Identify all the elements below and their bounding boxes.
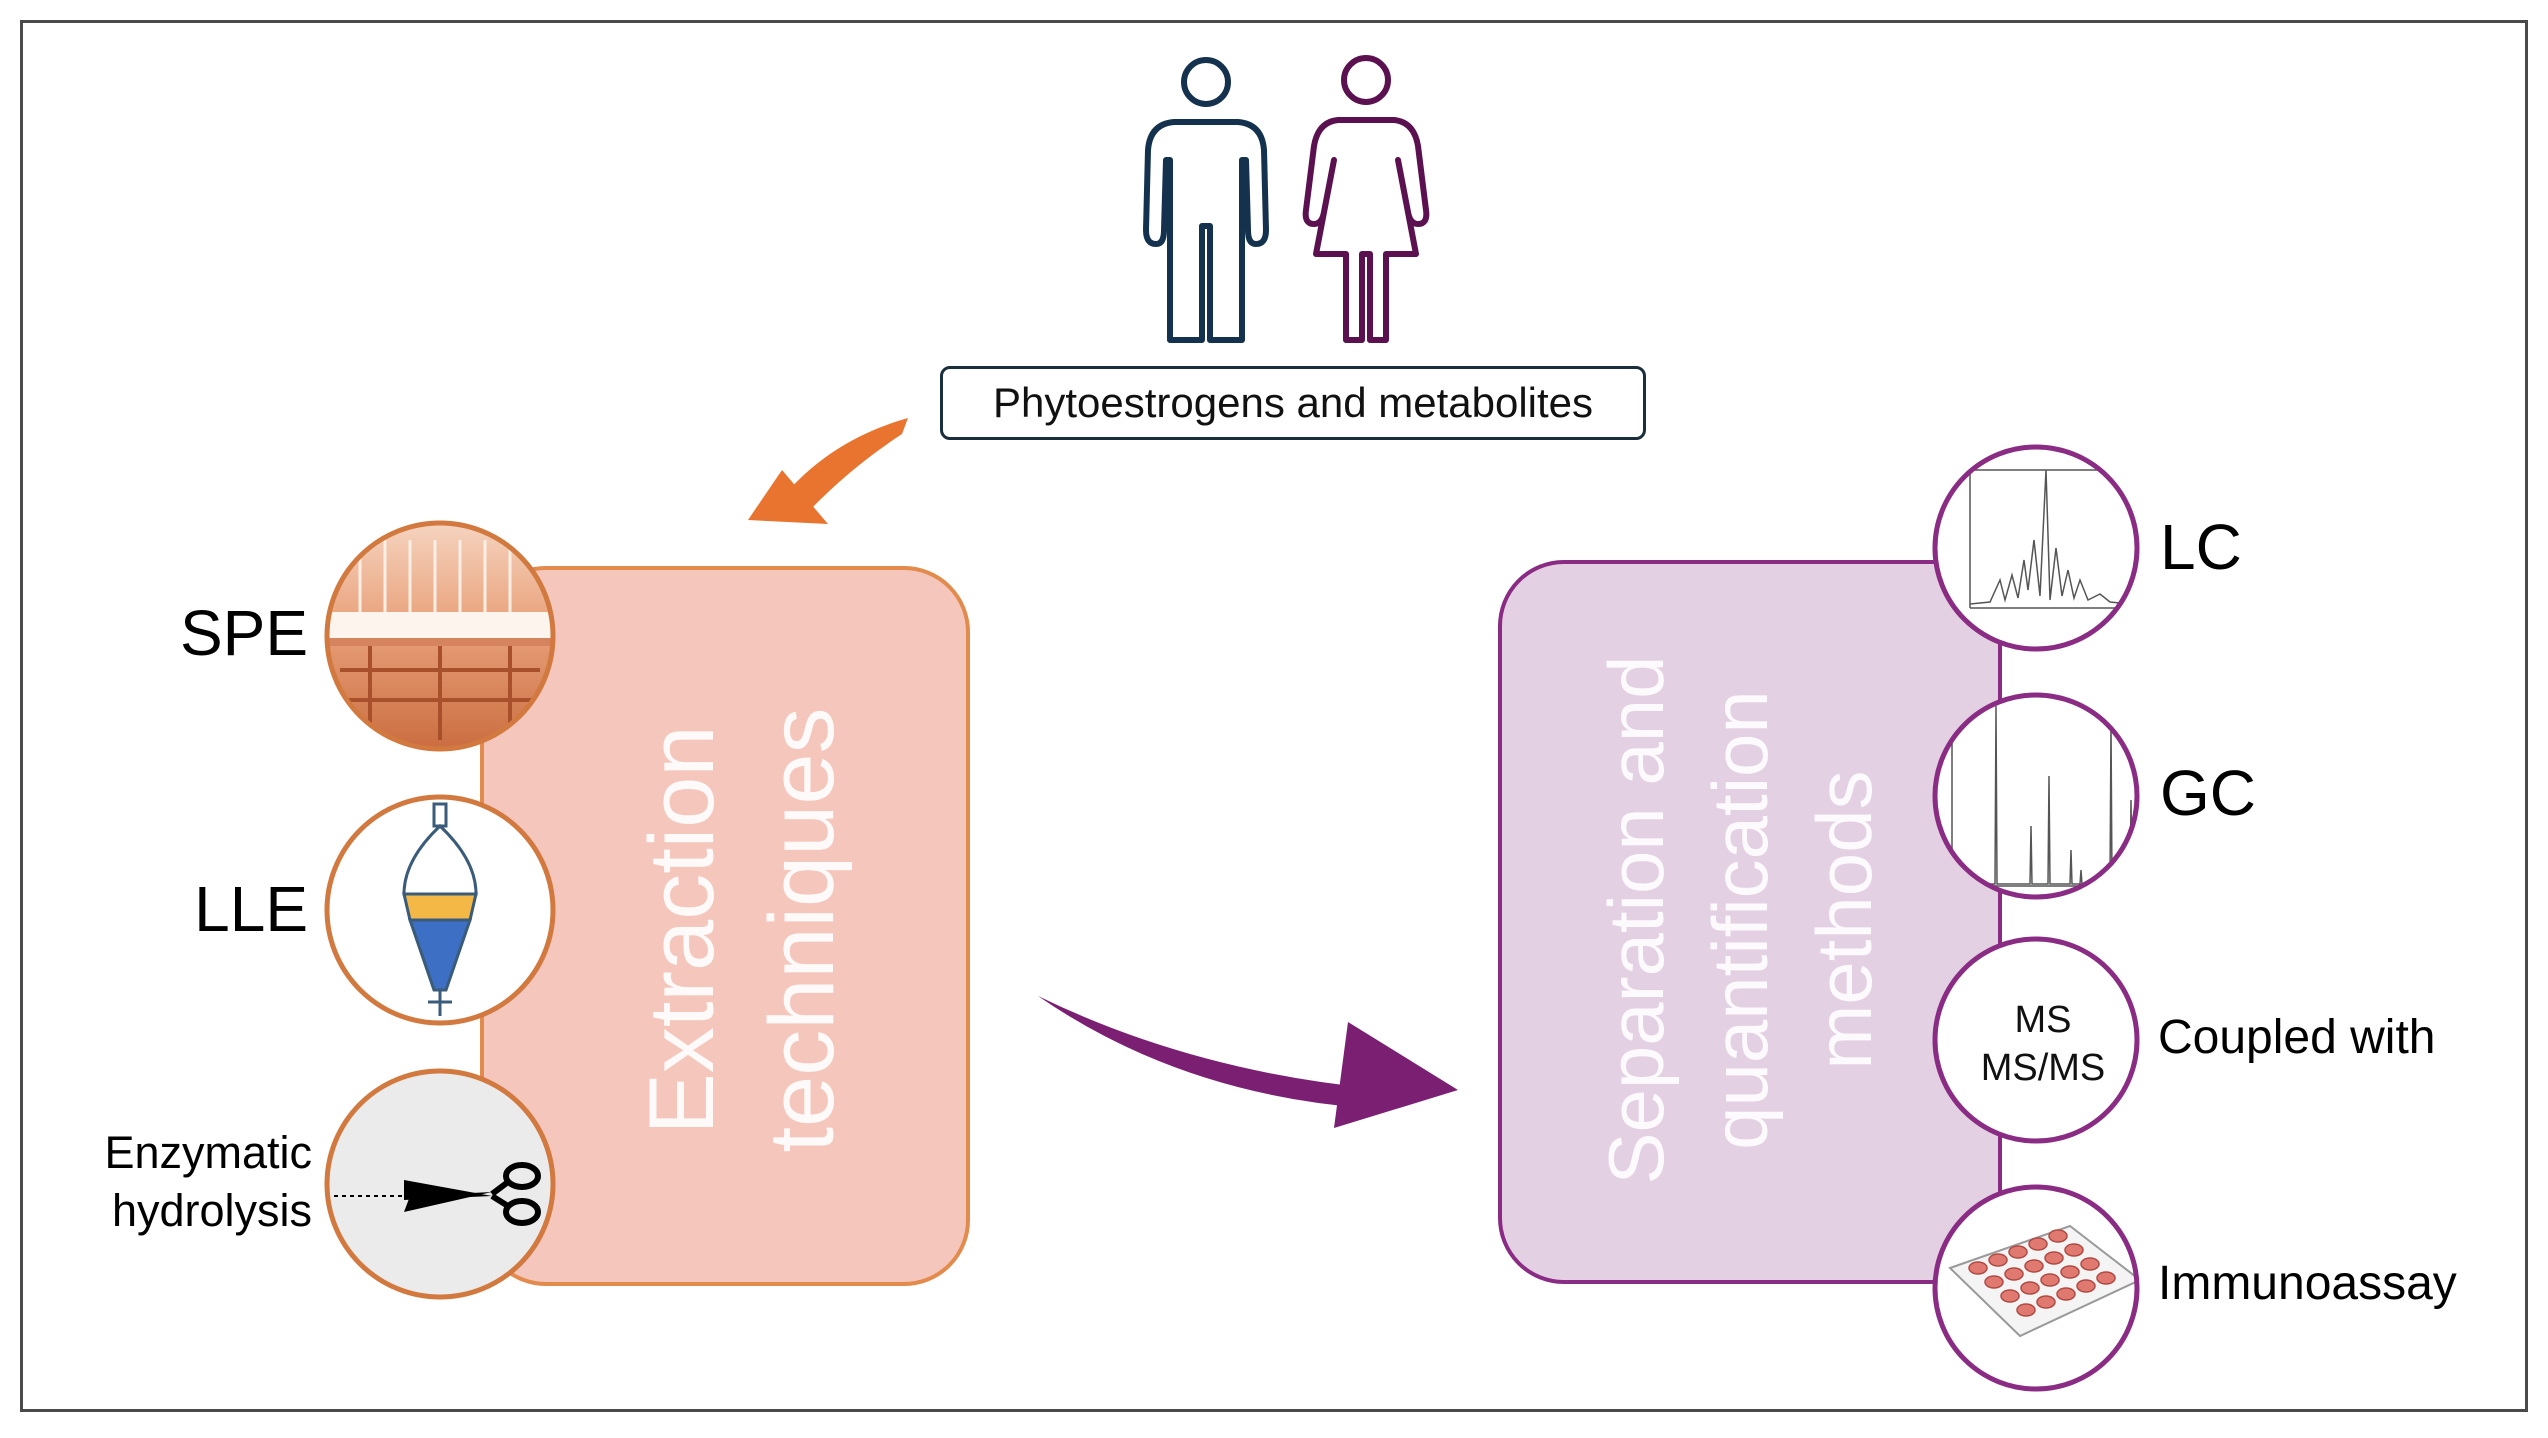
msms-line: MS/MS (1980, 1047, 2106, 1089)
spe-label: SPE (179, 597, 308, 669)
separation-box (1498, 560, 2002, 1284)
lle-label: LLE (194, 873, 308, 945)
ms-badge (1932, 936, 2140, 1144)
separation-title-line1: Separation and (1592, 655, 1680, 1185)
man-icon (1143, 57, 1269, 343)
scissors-icon (324, 1068, 556, 1300)
source-label-box: Phytoestrogens and metabolites (940, 366, 1646, 440)
diagram-frame (20, 20, 2528, 1412)
separation-title: Separation and quantification methods (1584, 655, 1896, 1184)
lc-label: LC (2160, 511, 2242, 583)
extraction-title: Extraction techniques (622, 708, 862, 1153)
ms-line: MS (2014, 999, 2072, 1041)
woman-icon (1302, 55, 1430, 343)
separation-title-line2: quantification (1696, 690, 1784, 1150)
purple-arrow (1038, 996, 1458, 1128)
enzymatic-label-line1: Enzymatic (104, 1127, 312, 1178)
spe-manifold-image (324, 520, 556, 752)
lc-chromatogram-image (1932, 444, 2140, 652)
enzymatic-hydrolysis-label: Enzymatic hydrolysis (104, 1124, 312, 1240)
gc-chromatogram-image (1932, 692, 2140, 900)
enzymatic-label-line2: hydrolysis (111, 1185, 312, 1236)
source-label: Phytoestrogens and metabolites (992, 379, 1594, 426)
extraction-title-line1: Extraction (631, 725, 733, 1135)
orange-arrow (748, 418, 908, 524)
gc-label: GC (2160, 757, 2256, 829)
immunoassay-label: Immunoassay (2158, 1257, 2457, 1310)
separatory-funnel-icon (324, 794, 556, 1026)
extraction-title-line2: techniques (751, 707, 853, 1153)
well-plate-image (1932, 1184, 2140, 1392)
ms-badge-text: MS MS/MS (1948, 996, 2138, 1092)
coupled-with-label: Coupled with (2158, 1011, 2436, 1064)
separation-title-line3: methods (1800, 770, 1888, 1070)
